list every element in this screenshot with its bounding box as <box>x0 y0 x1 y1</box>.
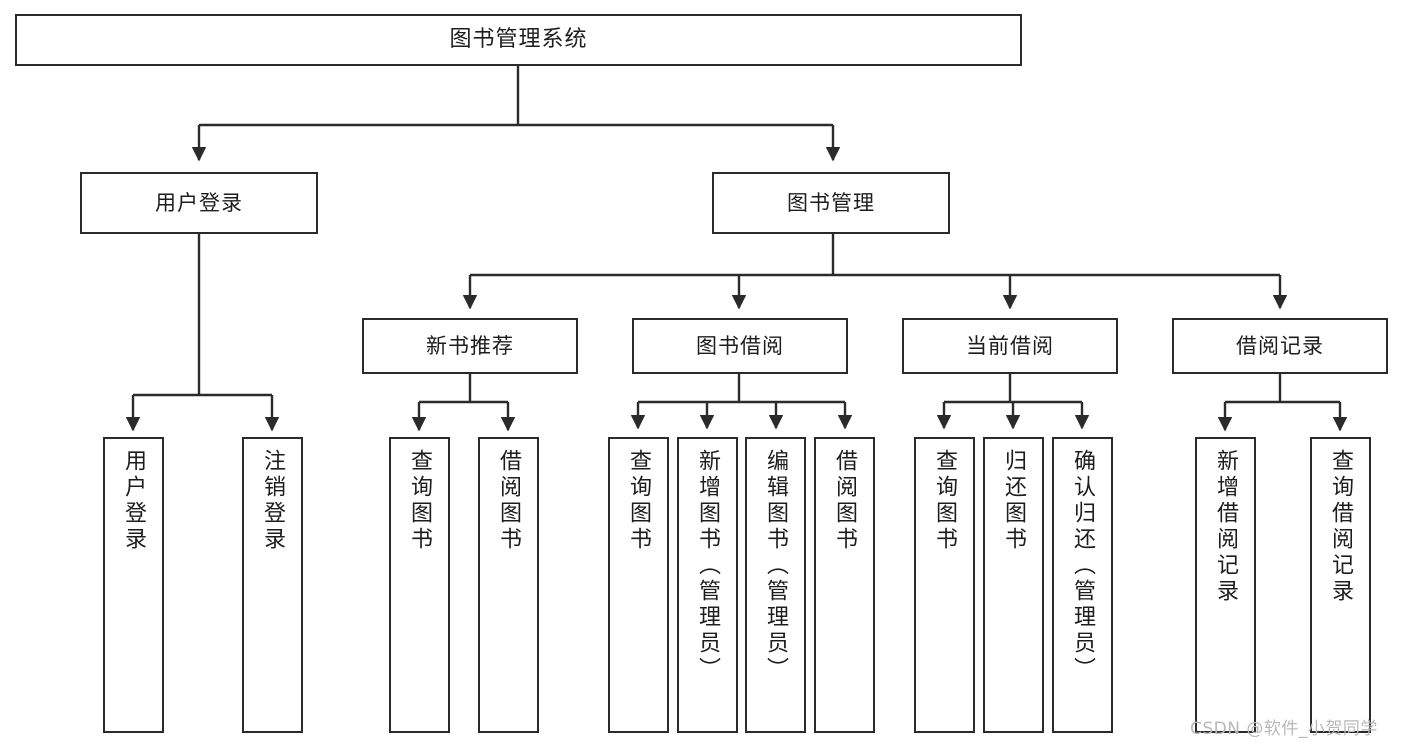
node-user-login-label: 用户登录 <box>155 190 243 215</box>
leaf-edit-book[interactable]: 编辑图书（管理员） <box>745 437 806 733</box>
leaf-query-book-1-label: 查询图书 <box>407 449 433 553</box>
leaf-return-book-label: 归还图书 <box>1001 449 1027 553</box>
leaf-confirm-return-label: 确认归还（管理员） <box>1070 449 1096 683</box>
leaf-return-book[interactable]: 归还图书 <box>983 437 1044 733</box>
node-new-book-rec[interactable]: 新书推荐 <box>362 318 578 374</box>
node-current-borrow[interactable]: 当前借阅 <box>902 318 1118 374</box>
leaf-borrow-book-2[interactable]: 借阅图书 <box>814 437 875 733</box>
node-borrow-record[interactable]: 借阅记录 <box>1172 318 1388 374</box>
node-new-book-rec-label: 新书推荐 <box>426 333 514 358</box>
leaf-user-login[interactable]: 用户登录 <box>103 437 164 733</box>
node-borrow-record-label: 借阅记录 <box>1236 333 1324 358</box>
leaf-edit-book-label: 编辑图书（管理员） <box>763 449 789 683</box>
leaf-query-book-3-label: 查询图书 <box>932 449 958 553</box>
node-book-manage-label: 图书管理 <box>787 190 875 215</box>
leaf-confirm-return[interactable]: 确认归还（管理员） <box>1052 437 1113 733</box>
node-book-borrow-label: 图书借阅 <box>696 333 784 358</box>
leaf-add-book-label: 新增图书（管理员） <box>695 449 721 683</box>
watermark: CSDN @软件_小贺同学 <box>1190 719 1378 739</box>
leaf-query-record-label: 查询借阅记录 <box>1328 449 1354 605</box>
node-book-manage[interactable]: 图书管理 <box>712 172 950 234</box>
leaf-logout[interactable]: 注销登录 <box>242 437 303 733</box>
leaf-add-book[interactable]: 新增图书（管理员） <box>677 437 738 733</box>
node-root[interactable]: 图书管理系统 <box>15 14 1022 66</box>
leaf-borrow-book-1[interactable]: 借阅图书 <box>478 437 539 733</box>
leaf-query-book-2[interactable]: 查询图书 <box>608 437 669 733</box>
leaf-borrow-book-1-label: 借阅图书 <box>496 449 522 553</box>
node-current-borrow-label: 当前借阅 <box>966 333 1054 358</box>
leaf-query-book-1[interactable]: 查询图书 <box>389 437 450 733</box>
node-book-borrow[interactable]: 图书借阅 <box>632 318 848 374</box>
leaf-user-login-label: 用户登录 <box>121 449 147 553</box>
node-root-label: 图书管理系统 <box>449 27 588 53</box>
leaf-logout-label: 注销登录 <box>260 449 286 553</box>
leaf-query-book-3[interactable]: 查询图书 <box>914 437 975 733</box>
leaf-query-record[interactable]: 查询借阅记录 <box>1310 437 1371 733</box>
node-user-login[interactable]: 用户登录 <box>80 172 318 234</box>
leaf-query-book-2-label: 查询图书 <box>626 449 652 553</box>
leaf-add-record[interactable]: 新增借阅记录 <box>1195 437 1256 733</box>
leaf-borrow-book-2-label: 借阅图书 <box>832 449 858 553</box>
leaf-add-record-label: 新增借阅记录 <box>1213 449 1239 605</box>
